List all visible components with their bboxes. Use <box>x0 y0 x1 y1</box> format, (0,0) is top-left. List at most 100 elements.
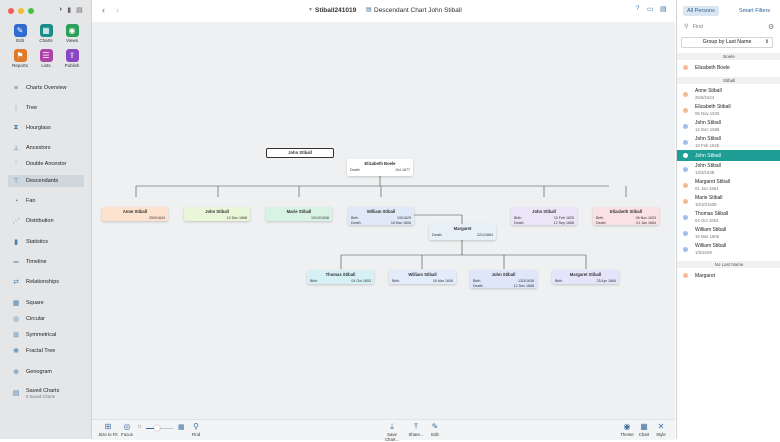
fact-value: 06 Nov 1633 <box>635 216 656 220</box>
sidebar-item-symmetrical[interactable]: ⊞Symmetrical <box>8 329 84 341</box>
find-icon: ⚲ <box>193 422 199 431</box>
sidebar-item-distribution[interactable]: ⋰Distribution <box>8 215 84 227</box>
edit-tool-button[interactable]: ✎Edit <box>9 24 31 43</box>
root-person-card[interactable]: John Stiball <box>266 148 334 158</box>
sidebar-right-icon[interactable]: ▤ <box>660 6 667 13</box>
sidebar-item-ancestors[interactable]: ⊥Ancestors <box>8 142 84 154</box>
lists-tool-button[interactable]: ☰Lists <box>35 49 57 68</box>
symmetrical-icon: ⊞ <box>13 332 19 339</box>
gear-icon[interactable]: ⚙ <box>768 24 775 31</box>
person-name: John Stiball <box>532 209 556 214</box>
sidebar-item-fractal-tree[interactable]: ❋ Fractal Tree <box>8 345 84 357</box>
person-row[interactable]: John Stiball <box>677 150 780 161</box>
reports-tool-button[interactable]: ⚑Reports <box>9 49 31 68</box>
fact-label: Birth <box>392 279 400 283</box>
fan-icon: ◔ <box>13 197 19 205</box>
size-to-fit-button[interactable]: ⊞Size to Fit <box>96 422 120 437</box>
edit-button[interactable]: ✎Edit <box>423 422 447 437</box>
fact-label: Birth <box>514 216 522 220</box>
forward-arrow-icon[interactable]: › <box>116 5 119 15</box>
save-chart-button[interactable]: ⤓Save Chart... <box>380 422 404 442</box>
sidebar-item-charts-overview[interactable]: ≡Charts Overview <box>8 82 84 94</box>
close-window-button[interactable] <box>8 8 14 14</box>
focus-button[interactable]: ◎Focus <box>115 422 139 437</box>
tool-label: Charts <box>39 38 53 43</box>
charts-tool-button[interactable]: ▦Charts <box>35 24 57 43</box>
find-input[interactable] <box>693 23 763 31</box>
zoom-knob[interactable] <box>154 425 161 431</box>
sidebar-item-circular[interactable]: ◎Circular <box>8 313 84 325</box>
sidebar-item-fan[interactable]: ◔ Fan <box>8 195 84 207</box>
person-date: 04 Oct 1653 <box>695 218 719 223</box>
help-icon[interactable]: ? <box>636 6 640 12</box>
section-header: Stiball <box>677 77 780 84</box>
sidebar-item-genogram[interactable]: ⊕Genogram <box>8 366 84 378</box>
sidebar-toggle-icon[interactable]: ▤ <box>76 7 83 14</box>
sidebar-item-double-ancestor[interactable]: ⫶Double Ancestor <box>8 158 84 170</box>
bookmark-icon[interactable]: ▮ <box>67 7 72 14</box>
sidebar-item-tree[interactable]: ⋮Tree <box>8 102 84 114</box>
sidebar-item-timeline[interactable]: ═Timeline <box>8 256 84 268</box>
zoom-slider[interactable]: □ ▦ <box>138 424 185 433</box>
person-name: Margaret Stiball <box>569 272 602 277</box>
relationships-icon: ⇄ <box>13 279 19 286</box>
minimize-window-button[interactable] <box>18 8 24 14</box>
find-button[interactable]: ⚲Find <box>184 422 208 437</box>
person-row[interactable]: Elizabeth Boele <box>677 62 780 73</box>
sidebar-item-label: Timeline <box>26 259 47 265</box>
sidebar-item-statistics[interactable]: ▮Statistics <box>8 236 84 248</box>
sidebar-item-hourglass[interactable]: ⧗Hourglass <box>8 122 84 134</box>
tab-all-persons[interactable]: All Persons <box>683 6 719 16</box>
zoom-window-button[interactable] <box>28 8 34 14</box>
saved-charts-icon: ▤ <box>12 390 20 397</box>
group-by-select[interactable]: Group by Last Name ⇕ <box>681 37 773 48</box>
back-arrow-icon[interactable]: ‹ <box>102 5 105 15</box>
tab-smart-filters[interactable]: Smart Filters <box>739 8 771 14</box>
share-button[interactable]: ⤒Share... <box>404 422 428 437</box>
chart-button[interactable]: ▦Chart <box>632 422 656 437</box>
sidebar-item-descendants[interactable]: ⊤Descendants <box>8 175 84 187</box>
fractal-tree-icon: ❋ <box>13 348 19 355</box>
sidebar-item-relationships[interactable]: ⇄Relationships <box>8 276 84 288</box>
views-tool-button[interactable]: ◉Views <box>61 24 83 43</box>
sidebar-item-label: Fractal Tree <box>26 348 55 354</box>
person-name: Thomas Stiball <box>695 211 729 217</box>
style-button[interactable]: ✕Style <box>649 422 673 437</box>
find-field[interactable]: ⚲ <box>681 23 767 32</box>
publish-tool-button[interactable]: ⇪Publish <box>61 49 83 68</box>
fact-label: Death <box>351 221 361 225</box>
tag-icon[interactable]: ◑ <box>58 6 63 13</box>
sidebar-item-text: Fan <box>26 198 36 204</box>
sidebar-item-square[interactable]: ▦Square <box>8 297 84 309</box>
fact-label: Birth <box>473 279 481 283</box>
person-row[interactable]: Margaret <box>677 270 780 281</box>
person-date: 01 Jan 1664 <box>695 186 719 191</box>
page-icon[interactable]: ▭ <box>647 6 654 13</box>
theme-button[interactable]: ◉Theme <box>615 422 639 437</box>
